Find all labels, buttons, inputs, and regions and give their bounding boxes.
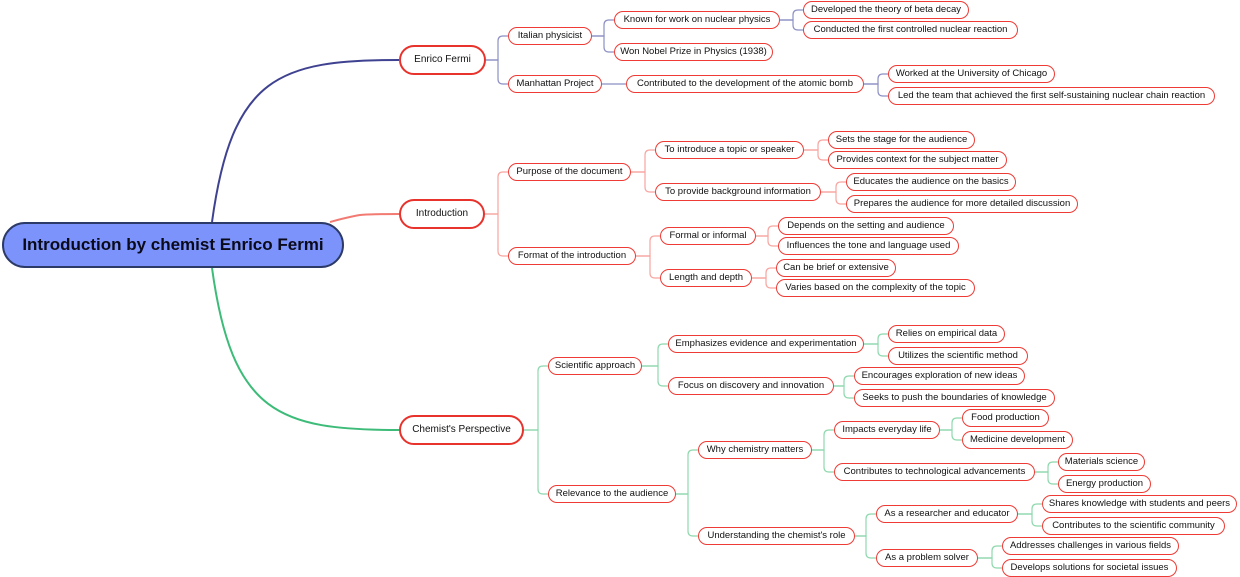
topic-contributes-to-the-scientific-community[interactable]: Contributes to the scientific community	[1042, 517, 1225, 535]
connector-line	[631, 171, 655, 193]
connector-line	[864, 83, 888, 97]
connector-line	[642, 343, 668, 367]
topic-energy-production[interactable]: Energy production	[1058, 475, 1151, 493]
topic-food-production[interactable]: Food production	[962, 409, 1049, 427]
topic-sets-the-stage-for-the-audience[interactable]: Sets the stage for the audience	[828, 131, 975, 149]
connector-line	[940, 417, 962, 431]
connector-line	[752, 267, 776, 279]
topic-formal-or-informal[interactable]: Formal or informal	[660, 227, 756, 245]
connector-line	[834, 375, 854, 387]
connector-line	[780, 19, 803, 31]
topic-relies-on-empirical-data[interactable]: Relies on empirical data	[888, 325, 1005, 343]
branch-line	[211, 267, 400, 431]
connector-line	[524, 365, 548, 431]
connector-line	[485, 171, 508, 215]
connector-line	[485, 213, 508, 257]
connector-line	[636, 235, 660, 257]
connector-line	[812, 449, 834, 473]
connector-line	[592, 19, 614, 37]
topic-worked-at-the-university-of-chicago[interactable]: Worked at the University of Chicago	[888, 65, 1055, 83]
connector-line	[821, 181, 846, 193]
connector-line	[752, 277, 776, 289]
topic-develops-solutions-for-societal-issues[interactable]: Develops solutions for societal issues	[1002, 559, 1177, 577]
connector-line	[1018, 503, 1042, 515]
connector-line	[676, 449, 698, 495]
connector-line	[834, 385, 854, 399]
connector-line	[812, 429, 834, 451]
topic-conducted-the-first-controlled-nuclear-reaction[interactable]: Conducted the first controlled nuclear r…	[803, 21, 1018, 39]
branch-line	[329, 213, 400, 223]
connector-line	[486, 35, 508, 61]
topic-depends-on-the-setting-and-audience[interactable]: Depends on the setting and audience	[778, 217, 954, 235]
topic-length-and-depth[interactable]: Length and depth	[660, 269, 752, 287]
topic-scientific-approach[interactable]: Scientific approach	[548, 357, 642, 375]
topic-relevance-to-the-audience[interactable]: Relevance to the audience	[548, 485, 676, 503]
connector-line	[642, 365, 668, 387]
connector-line	[486, 59, 508, 85]
topic-contributed-to-the-development-of-the-atomic-bomb[interactable]: Contributed to the development of the at…	[626, 75, 864, 93]
topic-to-introduce-a-topic-or-speaker[interactable]: To introduce a topic or speaker	[655, 141, 804, 159]
connector-line	[855, 513, 876, 537]
topic-impacts-everyday-life[interactable]: Impacts everyday life	[834, 421, 940, 439]
topic-format-of-the-introduction[interactable]: Format of the introduction	[508, 247, 636, 265]
topic-seeks-to-push-the-boundaries-of-knowledge[interactable]: Seeks to push the boundaries of knowledg…	[854, 389, 1055, 407]
connector-line	[864, 73, 888, 85]
connector-line	[864, 333, 888, 345]
topic-understanding-the-chemist-s-role[interactable]: Understanding the chemist's role	[698, 527, 855, 545]
topic-shares-knowledge-with-students-and-peers[interactable]: Shares knowledge with students and peers	[1042, 495, 1237, 513]
topic-contributes-to-technological-advancements[interactable]: Contributes to technological advancement…	[834, 463, 1035, 481]
topic-italian-physicist[interactable]: Italian physicist	[508, 27, 592, 45]
topic-introduction[interactable]: Introduction	[399, 199, 485, 229]
topic-why-chemistry-matters[interactable]: Why chemistry matters	[698, 441, 812, 459]
topic-prepares-the-audience-for-more-detailed-discussion[interactable]: Prepares the audience for more detailed …	[846, 195, 1078, 213]
connector-line	[1035, 461, 1058, 473]
connector-line	[780, 9, 803, 21]
connector-line	[978, 557, 1002, 569]
connector-line	[804, 149, 828, 161]
connector-line	[804, 139, 828, 151]
connector-line	[676, 493, 698, 537]
topic-enrico-fermi[interactable]: Enrico Fermi	[399, 45, 486, 75]
connector-line	[940, 429, 962, 441]
topic-educates-the-audience-on-the-basics[interactable]: Educates the audience on the basics	[846, 173, 1016, 191]
topic-won-nobel-prize-in-physics-1938[interactable]: Won Nobel Prize in Physics (1938)	[614, 43, 773, 61]
connector-line	[524, 429, 548, 495]
branch-line	[211, 59, 400, 223]
topic-to-provide-background-information[interactable]: To provide background information	[655, 183, 821, 201]
connector-line	[756, 225, 778, 237]
connector-line	[1018, 513, 1042, 527]
topic-manhattan-project[interactable]: Manhattan Project	[508, 75, 602, 93]
topic-known-for-work-on-nuclear-physics[interactable]: Known for work on nuclear physics	[614, 11, 780, 29]
topic-emphasizes-evidence-and-experimentation[interactable]: Emphasizes evidence and experimentation	[668, 335, 864, 353]
connector-line	[864, 343, 888, 357]
connector-line	[1035, 471, 1058, 485]
central-topic[interactable]: Introduction by chemist Enrico Fermi	[2, 222, 344, 268]
connector-line	[592, 35, 614, 53]
topic-chemist-s-perspective[interactable]: Chemist's Perspective	[399, 415, 524, 445]
topic-focus-on-discovery-and-innovation[interactable]: Focus on discovery and innovation	[668, 377, 834, 395]
connector-line	[821, 191, 846, 205]
topic-provides-context-for-the-subject-matter[interactable]: Provides context for the subject matter	[828, 151, 1007, 169]
topic-varies-based-on-the-complexity-of-the-topic[interactable]: Varies based on the complexity of the to…	[776, 279, 975, 297]
connector-line	[756, 235, 778, 247]
topic-led-the-team-that-achieved-the-first-self-sustaining-nuclear-chain-reaction[interactable]: Led the team that achieved the first sel…	[888, 87, 1215, 105]
topic-as-a-problem-solver[interactable]: As a problem solver	[876, 549, 978, 567]
topic-materials-science[interactable]: Materials science	[1058, 453, 1145, 471]
topic-can-be-brief-or-extensive[interactable]: Can be brief or extensive	[776, 259, 896, 277]
connector-line	[978, 545, 1002, 559]
topic-utilizes-the-scientific-method[interactable]: Utilizes the scientific method	[888, 347, 1028, 365]
topic-developed-the-theory-of-beta-decay[interactable]: Developed the theory of beta decay	[803, 1, 969, 19]
topic-medicine-development[interactable]: Medicine development	[962, 431, 1073, 449]
connector-line	[855, 535, 876, 559]
topic-addresses-challenges-in-various-fields[interactable]: Addresses challenges in various fields	[1002, 537, 1179, 555]
topic-as-a-researcher-and-educator[interactable]: As a researcher and educator	[876, 505, 1018, 523]
topic-purpose-of-the-document[interactable]: Purpose of the document	[508, 163, 631, 181]
topic-influences-the-tone-and-language-used[interactable]: Influences the tone and language used	[778, 237, 959, 255]
connector-line	[631, 149, 655, 173]
topic-encourages-exploration-of-new-ideas[interactable]: Encourages exploration of new ideas	[854, 367, 1025, 385]
connector-line	[636, 255, 660, 279]
